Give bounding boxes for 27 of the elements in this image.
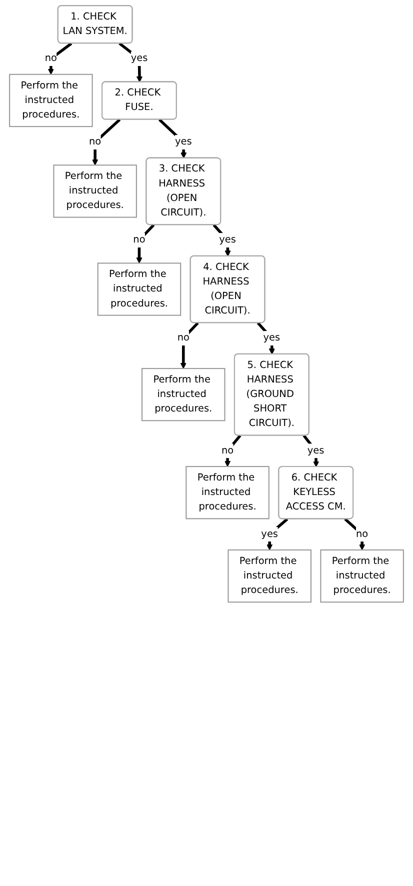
node-box: Perform the instructed procedures.	[320, 549, 404, 603]
node-box: Perform the instructed procedures.	[186, 466, 270, 520]
edge-label: yes	[174, 136, 192, 148]
edge-label: no	[177, 332, 190, 344]
arrow	[158, 118, 187, 158]
node-box: Perform the instructed procedures.	[9, 74, 93, 128]
node-box: Perform the instructed procedures.	[97, 262, 182, 316]
edge-label: yes	[130, 52, 148, 64]
edge-label: yes	[307, 444, 324, 456]
arrow	[92, 118, 121, 166]
edge-label: no	[44, 52, 57, 64]
node-box: Perform the instructed procedures.	[142, 368, 226, 422]
edge-label: yes	[219, 234, 236, 246]
edge-label: yes	[261, 528, 278, 540]
edge-label: no	[356, 528, 368, 540]
edge-label: no	[133, 234, 146, 246]
node-box: Perform the instructed procedures.	[53, 164, 137, 218]
arrow	[224, 434, 242, 467]
arrow	[118, 42, 143, 82]
node-box: Perform the instructed procedures.	[228, 549, 312, 603]
edge-label: no	[221, 444, 234, 456]
arrow	[136, 224, 155, 264]
edge-label: no	[89, 136, 102, 148]
arrow	[180, 322, 199, 369]
arrow	[344, 518, 366, 550]
arrow	[48, 42, 72, 75]
edge-label: yes	[263, 332, 280, 344]
